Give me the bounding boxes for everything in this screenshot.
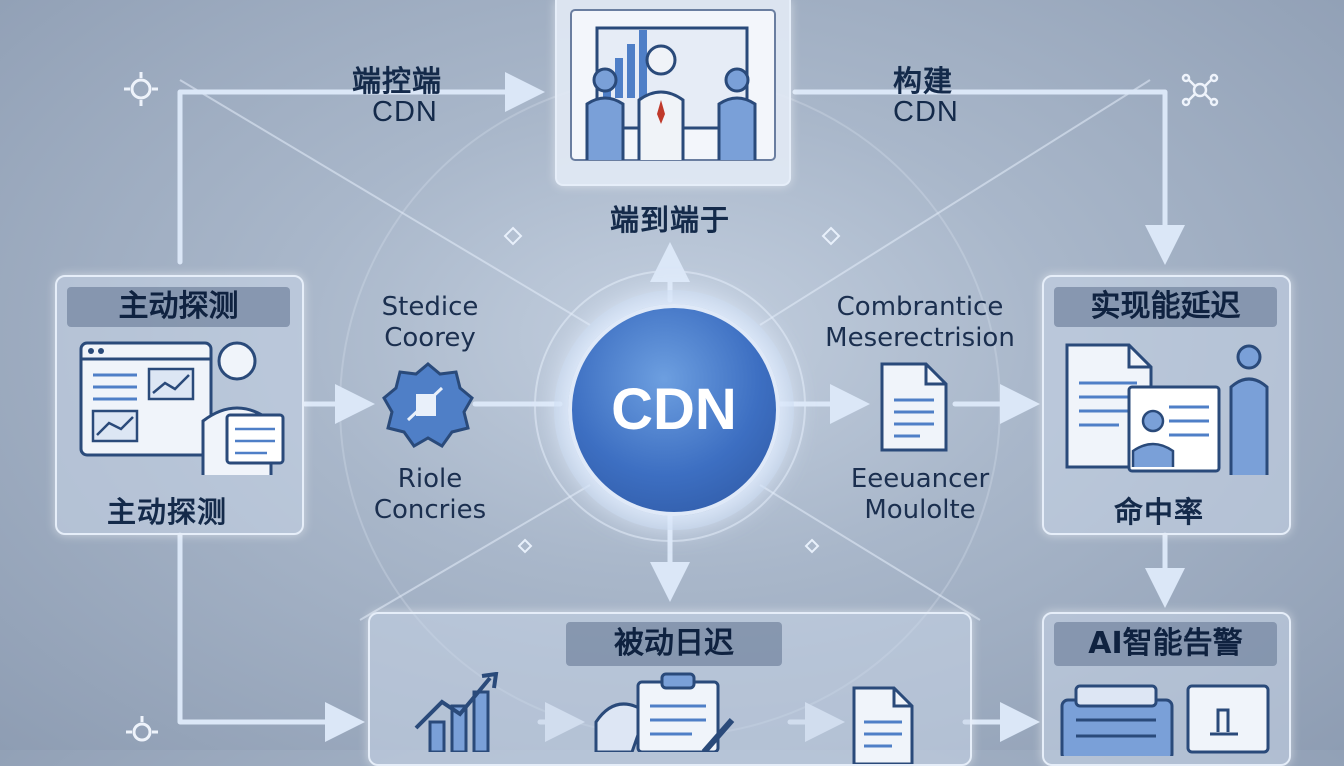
analyst-dashboard-icon	[79, 341, 285, 475]
left-card-caption: 主动探测	[107, 495, 228, 529]
right-upper-label: Combrantice Meserectrision	[815, 292, 1025, 354]
bottom-card-title: 被动日迟	[566, 622, 782, 666]
right-lower-label-line2: Moulolte	[864, 495, 976, 525]
top-left-label-line1: 端控端	[352, 64, 443, 98]
puzzle-node-icon	[382, 362, 474, 448]
bar-growth-chart-icon	[414, 672, 499, 752]
left-upper-label: Stedice Coorey	[360, 292, 500, 354]
cdn-hub: CDN	[568, 304, 780, 516]
clipboard-icon	[594, 672, 735, 752]
left-card-title: 主动探测	[67, 287, 290, 327]
top-right-label-line2: CDN	[893, 96, 959, 128]
right-lower-label-line1: Eeeuancer	[850, 464, 990, 494]
cdn-hub-label: CDN	[611, 377, 737, 442]
top-card	[555, 0, 791, 186]
left-card: 主动探测 主动探测	[55, 275, 304, 535]
left-lower-label: Riole Concries	[360, 464, 500, 526]
right-lower-label: Eeeuancer Moulolte	[830, 464, 1010, 526]
left-upper-label-line2: Coorey	[384, 323, 476, 353]
left-lower-label-line1: Riole	[397, 464, 463, 494]
left-upper-label-line1: Stedice	[381, 292, 479, 322]
right-card: 实现能延迟 命中率	[1042, 275, 1291, 535]
report-reviewer-icon	[1065, 343, 1269, 475]
right-upper-label-line1: Combrantice	[836, 292, 1004, 322]
team-presentation-icon	[570, 9, 776, 161]
bottom-right-card-title: AI智能告警	[1054, 622, 1277, 666]
right-card-title: 实现能延迟	[1054, 287, 1277, 327]
document-icon	[852, 686, 914, 764]
left-lower-label-line2: Concries	[373, 495, 487, 525]
document-icon	[880, 362, 948, 452]
bottom-right-card: AI智能告警	[1042, 612, 1291, 766]
gear-icon	[126, 716, 158, 742]
bottom-card: 被动日迟	[368, 612, 972, 766]
server-monitor-icon	[1060, 684, 1270, 756]
top-left-label-line2: CDN	[372, 96, 438, 128]
network-icon	[1181, 73, 1219, 107]
top-right-label-line1: 构建	[893, 64, 954, 98]
gear-icon	[124, 72, 158, 106]
top-card-caption: 端到端于	[610, 203, 731, 237]
right-card-caption: 命中率	[1114, 495, 1205, 529]
right-upper-label-line2: Meserectrision	[825, 323, 1015, 353]
